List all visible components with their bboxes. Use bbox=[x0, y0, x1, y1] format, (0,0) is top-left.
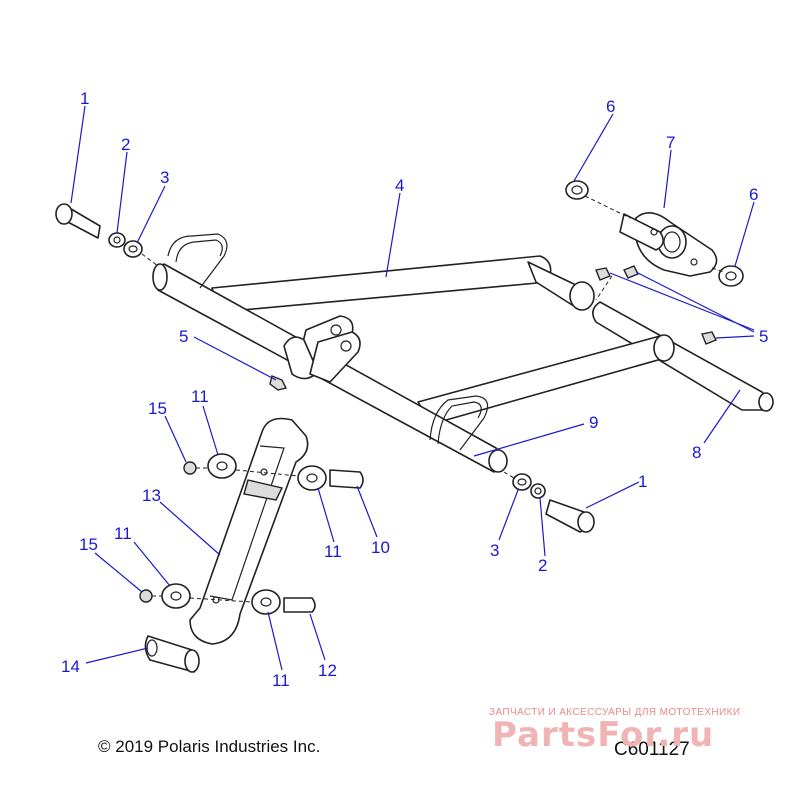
callout-9: 9 bbox=[589, 413, 598, 432]
shock-bracket-mid bbox=[309, 331, 361, 383]
lock-washer-2-top bbox=[108, 232, 126, 248]
callout-8: 8 bbox=[692, 443, 701, 462]
front-tube-end bbox=[488, 449, 508, 473]
bolt-12 bbox=[283, 597, 316, 613]
bolt-10 bbox=[329, 469, 364, 489]
callout-14: 14 bbox=[61, 657, 80, 676]
callout-15-a: 15 bbox=[148, 399, 167, 418]
washer-3-bottom bbox=[512, 473, 532, 491]
lock-washer-2-bottom bbox=[530, 483, 546, 499]
callout-3-bottom: 3 bbox=[490, 541, 499, 560]
pivot-bracket-group bbox=[565, 180, 744, 287]
callout-5-right: 5 bbox=[759, 327, 768, 346]
callout-2-bottom: 2 bbox=[538, 556, 547, 575]
callout-11-b: 11 bbox=[324, 542, 342, 561]
bushing-11-c bbox=[161, 583, 191, 609]
callout-4: 4 bbox=[395, 176, 404, 195]
callout-11-d: 11 bbox=[272, 671, 290, 690]
bushing-11-a bbox=[207, 453, 237, 479]
washer-6-right bbox=[718, 265, 744, 287]
washer-3-top bbox=[123, 240, 143, 258]
grease-fitting-4 bbox=[701, 331, 717, 345]
callout-10: 10 bbox=[371, 538, 390, 557]
grease-fittings bbox=[269, 265, 717, 391]
rear-bolt-group bbox=[503, 471, 595, 533]
callout-2-top: 2 bbox=[121, 135, 130, 154]
washer-6-top bbox=[565, 180, 589, 200]
rear-tube-end bbox=[758, 392, 774, 412]
callout-5-left: 5 bbox=[179, 327, 188, 346]
callout-13: 13 bbox=[142, 486, 161, 505]
grease-fitting-2 bbox=[595, 267, 611, 281]
bushing-11-d bbox=[251, 589, 281, 615]
front-bolt-group bbox=[55, 203, 159, 267]
loop-handle-rear bbox=[429, 395, 489, 451]
callout-3-top: 3 bbox=[160, 168, 169, 187]
callout-6-top: 6 bbox=[606, 97, 615, 116]
bushing-11-b bbox=[297, 465, 327, 491]
leader-lines bbox=[70, 105, 755, 671]
copyright-notice: © 2019 Polaris Industries Inc. bbox=[98, 737, 321, 756]
callout-1-top: 1 bbox=[80, 89, 89, 108]
front-tube-start bbox=[152, 263, 168, 291]
spacer-15-a bbox=[183, 461, 197, 475]
a-arm-assembly bbox=[152, 233, 774, 473]
lower-cross-tube bbox=[417, 335, 674, 425]
upper-tube-end bbox=[569, 281, 595, 311]
callout-11-a: 11 bbox=[191, 387, 209, 406]
callout-15-b: 15 bbox=[79, 535, 98, 554]
callout-7: 7 bbox=[666, 133, 675, 152]
watermark-logo: PartsFor.ru bbox=[492, 715, 715, 755]
callout-12: 12 bbox=[318, 661, 337, 680]
diagram-code: C601127 bbox=[614, 739, 690, 760]
watermark-tagline: ЗАПЧАСТИ И АКСЕССУАРЫ ДЛЯ МОТОТЕХНИКИ bbox=[489, 707, 741, 718]
callout-1-bottom: 1 bbox=[638, 472, 647, 491]
upper-cross-tube bbox=[211, 255, 552, 313]
link-arm bbox=[189, 417, 309, 645]
link-assembly bbox=[139, 417, 364, 673]
grease-fitting-3 bbox=[623, 265, 639, 279]
callout-11-c: 11 bbox=[114, 524, 132, 543]
callout-numbers: 1 2 3 4 5 6 7 6 5 8 9 1 3 2 10 11 11 11 … bbox=[61, 89, 768, 690]
cross-tube-end bbox=[653, 334, 675, 362]
callout-6-right: 6 bbox=[749, 185, 758, 204]
loop-handle-front bbox=[167, 233, 228, 289]
